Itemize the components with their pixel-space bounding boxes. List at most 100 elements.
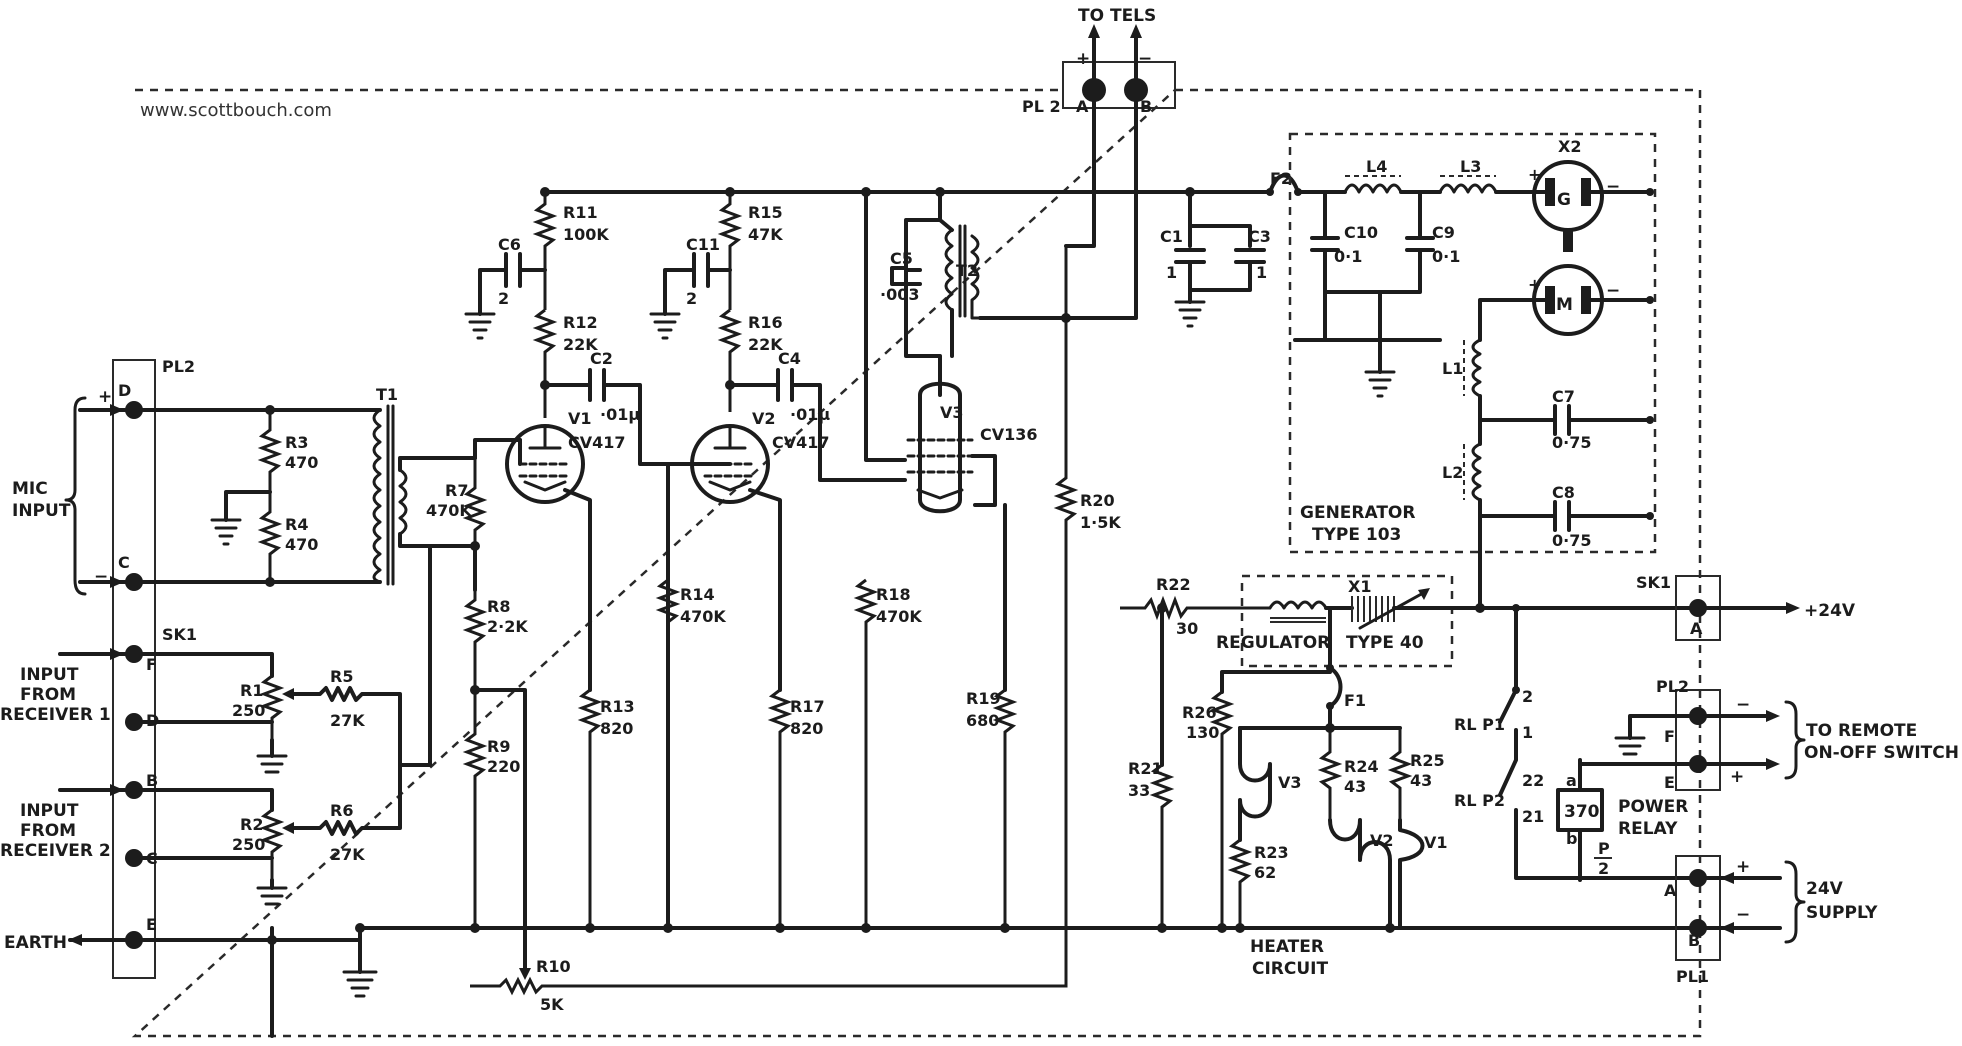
- svg-text:A: A: [1664, 881, 1677, 900]
- svg-text:2: 2: [498, 289, 509, 308]
- svg-text:R2: R2: [240, 815, 263, 834]
- svg-text:R13: R13: [600, 697, 635, 716]
- svg-text:RECEIVER 1: RECEIVER 1: [0, 705, 111, 725]
- svg-text:F: F: [1664, 727, 1675, 746]
- svg-text:F: F: [146, 655, 157, 674]
- svg-text:RL P1: RL P1: [1454, 715, 1505, 734]
- valve-v1-stage: R11 100K C6 2 R12 22K C2 ·01μ V1 CV417 R…: [464, 192, 732, 928]
- svg-text:C3: C3: [1248, 227, 1271, 246]
- svg-text:R18: R18: [876, 585, 911, 604]
- svg-text:100K: 100K: [563, 225, 609, 244]
- svg-text:R10: R10: [536, 957, 571, 976]
- svg-text:CV417: CV417: [568, 433, 626, 452]
- svg-text:470: 470: [285, 535, 318, 554]
- svg-text:L2: L2: [1442, 463, 1463, 482]
- svg-text:POWER: POWER: [1618, 797, 1688, 817]
- svg-text:T1: T1: [376, 385, 398, 404]
- v1-grid-network: R7 470K R8 2·2K R9 220: [398, 438, 528, 928]
- svg-text:R11: R11: [563, 203, 598, 222]
- resistor-r3-r4: R3 470 R4 470: [210, 410, 318, 582]
- svg-text:PL2: PL2: [1656, 677, 1689, 696]
- svg-text:ON-OFF SWITCH: ON-OFF SWITCH: [1804, 743, 1959, 763]
- svg-text:2: 2: [1522, 687, 1533, 706]
- remote-switch-label: TO REMOTE: [1806, 721, 1917, 741]
- svg-text:1: 1: [1522, 723, 1533, 742]
- valve-v3-stage: C5 ·003 T2 V3 CV136 R18 470K R19 680: [853, 190, 1068, 928]
- earth-rail: [358, 926, 1702, 974]
- svg-text:TYPE 103: TYPE 103: [1312, 525, 1401, 545]
- svg-text:22K: 22K: [563, 335, 598, 354]
- svg-text:b: b: [1566, 829, 1577, 848]
- svg-text:L1: L1: [1442, 359, 1463, 378]
- mic-input-label: MIC: [12, 479, 48, 499]
- svg-text:+: +: [1730, 767, 1744, 787]
- generator-label: G: [1557, 190, 1571, 210]
- enclosure-outline: [131, 88, 1702, 1038]
- motor-label: M: [1556, 295, 1573, 315]
- svg-text:V3: V3: [940, 403, 964, 422]
- svg-text:CIRCUIT: CIRCUIT: [1252, 959, 1328, 979]
- svg-text:SK1: SK1: [1636, 573, 1671, 592]
- svg-text:V2: V2: [1370, 831, 1394, 850]
- svg-text:−: −: [1736, 695, 1750, 715]
- svg-text:L4: L4: [1366, 157, 1387, 176]
- svg-text:·003: ·003: [880, 285, 919, 304]
- svg-text:E: E: [146, 915, 157, 934]
- svg-text:27K: 27K: [330, 711, 365, 730]
- svg-text:PL 2: PL 2: [1022, 97, 1061, 116]
- filter-c1-c3: C1 1 C3 1 F2: [1160, 169, 1347, 328]
- svg-text:HEATER: HEATER: [1250, 937, 1324, 957]
- svg-text:−: −: [1138, 49, 1152, 69]
- svg-text:250: 250: [232, 701, 265, 720]
- earth-label: EARTH: [4, 933, 67, 953]
- svg-text:X1: X1: [1348, 577, 1371, 596]
- svg-text:47K: 47K: [748, 225, 783, 244]
- svg-text:L3: L3: [1460, 157, 1481, 176]
- svg-text:SUPPLY: SUPPLY: [1806, 903, 1878, 923]
- site-watermark: www.scottbouch.com: [140, 100, 332, 121]
- svg-text:62: 62: [1254, 863, 1276, 882]
- plus-24v-label: +24V: [1804, 601, 1856, 621]
- svg-text:FROM: FROM: [20, 685, 76, 705]
- svg-text:−: −: [1606, 281, 1620, 301]
- svg-text:R8: R8: [487, 597, 510, 616]
- svg-text:R6: R6: [330, 801, 353, 820]
- svg-text:R5: R5: [330, 667, 353, 686]
- svg-text:FROM: FROM: [20, 821, 76, 841]
- svg-text:PL2: PL2: [162, 357, 195, 376]
- svg-text:F1: F1: [1344, 691, 1366, 710]
- svg-text:27K: 27K: [330, 845, 365, 864]
- svg-text:1: 1: [1166, 263, 1177, 282]
- svg-text:R4: R4: [285, 515, 308, 534]
- svg-text:C8: C8: [1552, 483, 1575, 502]
- svg-text:0·75: 0·75: [1552, 433, 1591, 452]
- svg-text:R17: R17: [790, 697, 825, 716]
- svg-text:470K: 470K: [876, 607, 922, 626]
- svg-text:22K: 22K: [748, 335, 783, 354]
- svg-text:R23: R23: [1254, 843, 1289, 862]
- svg-text:R14: R14: [680, 585, 715, 604]
- svg-text:·01μ: ·01μ: [790, 405, 830, 424]
- svg-text:C4: C4: [778, 349, 801, 368]
- svg-text:2: 2: [1598, 859, 1609, 878]
- svg-text:R26: R26: [1182, 703, 1217, 722]
- svg-text:R25: R25: [1410, 751, 1445, 770]
- svg-text:820: 820: [790, 719, 823, 738]
- svg-text:P: P: [1598, 839, 1610, 858]
- svg-text:INPUT: INPUT: [20, 801, 79, 821]
- svg-text:TYPE 40: TYPE 40: [1346, 633, 1424, 653]
- svg-text:22: 22: [1522, 771, 1544, 790]
- valve-v2-stage: R15 47K C11 2 R16 22K C4 ·01μ V2 CV417 R…: [649, 192, 902, 930]
- svg-text:V1: V1: [568, 409, 592, 428]
- svg-text:R1: R1: [240, 681, 263, 700]
- svg-text:130: 130: [1186, 723, 1219, 742]
- svg-text:RECEIVER 2: RECEIVER 2: [0, 841, 111, 861]
- svg-text:470K: 470K: [426, 501, 472, 520]
- regulator-type-40: X1 R22 30 REGULATOR TYPE 40 F1: [1120, 574, 1702, 767]
- svg-text:5K: 5K: [540, 995, 564, 1014]
- svg-text:R15: R15: [748, 203, 783, 222]
- svg-text:CV417: CV417: [772, 433, 830, 452]
- pl1-supply-connector: A B PL1 + − 24V SUPPLY: [1664, 855, 1878, 986]
- svg-text:F2: F2: [1270, 169, 1292, 188]
- svg-text:0·1: 0·1: [1334, 247, 1362, 266]
